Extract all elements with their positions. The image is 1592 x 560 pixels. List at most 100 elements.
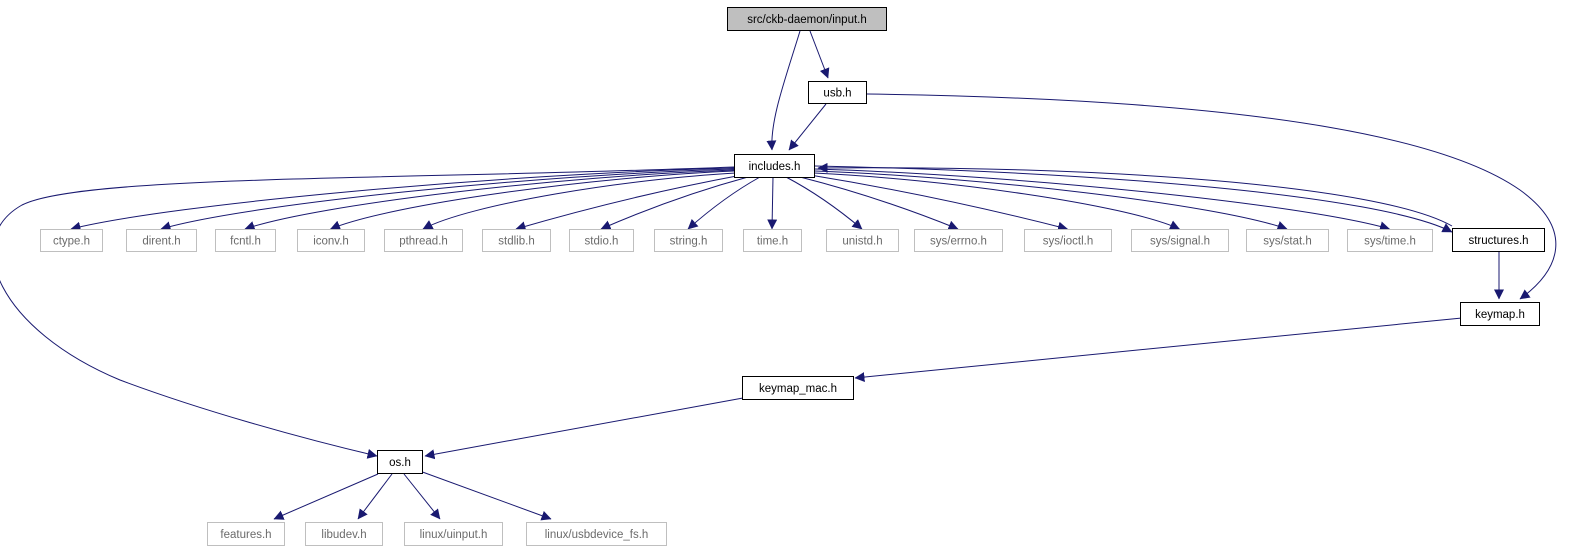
node-keymap-h[interactable]: keymap.h xyxy=(1460,302,1540,326)
node-label: stdlib.h xyxy=(498,236,534,248)
node-box xyxy=(40,229,103,252)
node-label: sys/signal.h xyxy=(1150,236,1210,248)
node-box xyxy=(215,229,276,252)
node-label: sys/ioctl.h xyxy=(1043,236,1094,248)
node-features-h[interactable]: features.h xyxy=(207,522,285,546)
node-label: src/ckb-daemon/input.h xyxy=(747,14,867,26)
edge-keymap-mac-h-to-os-h xyxy=(424,397,744,460)
node-box xyxy=(482,229,551,252)
edge-includes-h-to-dirent-h xyxy=(160,168,735,232)
node-fcntl-h[interactable]: fcntl.h xyxy=(215,229,276,252)
node-sys-signal-h[interactable]: sys/signal.h xyxy=(1131,229,1229,252)
edge-includes-h-to-iconv-h xyxy=(330,170,735,231)
edge-usb-h-to-includes-h xyxy=(788,103,827,151)
node-label: linux/uinput.h xyxy=(420,529,488,541)
node-stdlib-h[interactable]: stdlib.h xyxy=(482,229,551,252)
node-sys-errno-h[interactable]: sys/errno.h xyxy=(914,229,1003,252)
node-label: sys/time.h xyxy=(1364,236,1416,248)
node-box xyxy=(526,522,667,546)
edge-structures-h-to-includes-h xyxy=(817,162,1453,227)
edge-os-h-to-features-h xyxy=(273,473,379,520)
node-box xyxy=(743,229,802,252)
edge-includes-h-to-stdio-h xyxy=(600,176,749,230)
node-box xyxy=(808,81,867,104)
node-label: os.h xyxy=(389,457,411,469)
edge-includes-h-to-ctype-h xyxy=(70,167,735,232)
node-string-h[interactable]: string.h xyxy=(654,229,723,252)
node-libudev-h[interactable]: libudev.h xyxy=(305,522,383,546)
node-unistd-h[interactable]: unistd.h xyxy=(826,229,899,252)
node-ctype-h[interactable]: ctype.h xyxy=(40,229,103,252)
node-label: libudev.h xyxy=(321,529,366,541)
node-sys-ioctl-h[interactable]: sys/ioctl.h xyxy=(1024,229,1112,252)
node-label: sys/stat.h xyxy=(1263,236,1312,248)
edge-input-h-to-includes-h xyxy=(766,30,801,151)
node-box xyxy=(1246,229,1329,252)
node-structures-h[interactable]: structures.h xyxy=(1452,228,1545,252)
node-label: iconv.h xyxy=(313,236,349,248)
node-input-h[interactable]: src/ckb-daemon/input.h xyxy=(727,7,887,31)
node-pthread-h[interactable]: pthread.h xyxy=(384,229,463,252)
edge-includes-h-to-string-h xyxy=(687,176,761,230)
node-box xyxy=(377,450,423,474)
node-label: usb.h xyxy=(823,88,851,100)
node-label: includes.h xyxy=(749,161,801,173)
edge-includes-h-to-fcntl-h xyxy=(244,169,735,231)
node-box xyxy=(734,154,815,178)
node-iconv-h[interactable]: iconv.h xyxy=(297,229,365,252)
node-box xyxy=(207,522,285,546)
node-box xyxy=(126,229,197,252)
edge-includes-h-to-sys-errno-h xyxy=(799,176,959,231)
node-os-h[interactable]: os.h xyxy=(377,450,423,474)
node-box xyxy=(742,376,854,400)
node-box xyxy=(569,229,634,252)
edge-includes-h-to-sys-ioctl-h xyxy=(809,174,1068,232)
node-label: pthread.h xyxy=(399,236,448,248)
node-label: string.h xyxy=(670,236,708,248)
edge-os-h-to-linux-usbdevice-fs-h xyxy=(416,469,552,521)
node-linux-uinput-h[interactable]: linux/uinput.h xyxy=(404,522,503,546)
edge-includes-h-to-stdlib-h xyxy=(515,174,743,232)
edge-usb-h-to-keymap-h xyxy=(866,93,1557,300)
node-label: sys/errno.h xyxy=(930,236,987,248)
node-label: keymap_mac.h xyxy=(759,383,837,395)
node-box xyxy=(1347,229,1433,252)
header-file-nodes: src/ckb-daemon/input.h usb.h includes.h cty… xyxy=(40,7,1545,546)
node-box xyxy=(384,229,463,252)
node-label: linux/usbdevice_fs.h xyxy=(545,529,649,541)
node-usb-h[interactable]: usb.h xyxy=(808,81,867,104)
node-box xyxy=(404,522,503,546)
node-time-h[interactable]: time.h xyxy=(743,229,802,252)
node-box xyxy=(1131,229,1229,252)
node-keymap-mac-h[interactable]: keymap_mac.h xyxy=(742,376,854,400)
edge-includes-h-to-sys-time-h xyxy=(814,168,1390,232)
node-sys-stat-h[interactable]: sys/stat.h xyxy=(1246,229,1329,252)
node-linux-usbdevice-fs-h[interactable]: linux/usbdevice_fs.h xyxy=(526,522,667,546)
node-label: time.h xyxy=(757,236,788,248)
node-includes-h[interactable]: includes.h xyxy=(734,154,815,178)
node-label: dirent.h xyxy=(142,236,180,248)
edge-includes-h-to-sys-signal-h xyxy=(813,172,1180,230)
node-stdio-h[interactable]: stdio.h xyxy=(569,229,634,252)
node-label: fcntl.h xyxy=(230,236,261,248)
node-dirent-h[interactable]: dirent.h xyxy=(126,229,197,252)
edge-os-h-to-libudev-h xyxy=(357,473,393,520)
edge-includes-h-to-unistd-h xyxy=(785,176,863,230)
node-box xyxy=(914,229,1003,252)
node-label: features.h xyxy=(220,529,271,541)
node-label: unistd.h xyxy=(842,236,882,248)
edge-os-h-to-linux-uinput-h xyxy=(403,473,441,520)
edge-keymap-h-to-keymap-mac-h xyxy=(854,317,1463,383)
node-label: structures.h xyxy=(1468,235,1528,247)
node-box xyxy=(305,522,383,546)
node-box xyxy=(1452,228,1545,252)
node-box xyxy=(1024,229,1112,252)
edge-includes-h-to-sys-stat-h xyxy=(814,170,1288,231)
node-label: ctype.h xyxy=(53,236,90,248)
node-sys-time-h[interactable]: sys/time.h xyxy=(1347,229,1433,252)
node-box xyxy=(826,229,899,252)
node-label: stdio.h xyxy=(585,236,619,248)
edge-includes-h-to-time-h xyxy=(767,176,778,230)
node-box xyxy=(1460,302,1540,326)
